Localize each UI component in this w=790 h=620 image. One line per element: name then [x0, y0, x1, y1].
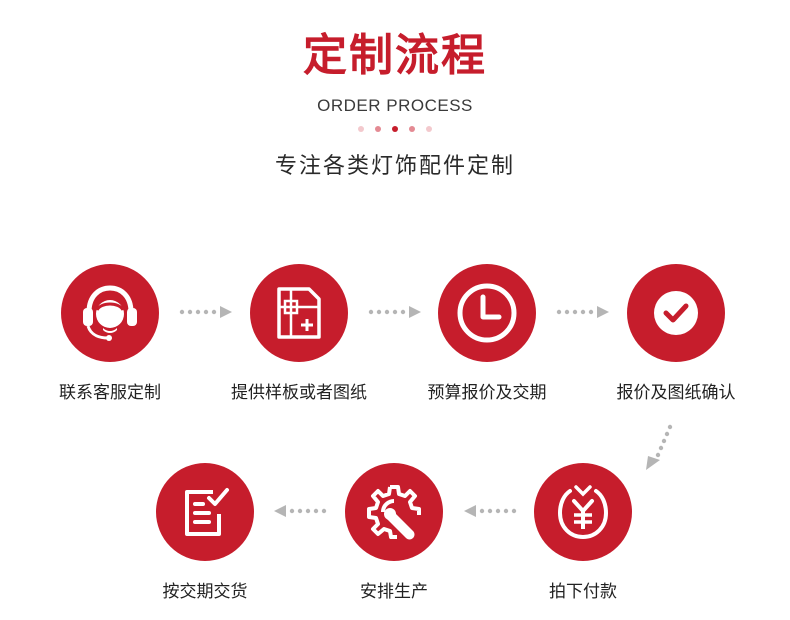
page-title: 定制流程 — [303, 30, 487, 81]
arrow-left-icon — [274, 505, 327, 517]
step-label: 预算报价及交期 — [427, 383, 547, 403]
step-label: 拍下付款 — [549, 582, 617, 602]
step-contact-service: 联系客服定制 — [25, 264, 195, 403]
customer-service-headset-icon — [83, 285, 137, 341]
gear-wrench-icon — [367, 485, 421, 540]
clock-icon — [457, 283, 517, 343]
arrow-down-left-icon — [646, 424, 673, 470]
decorative-dots — [0, 126, 790, 132]
step-label: 提供样板或者图纸 — [231, 383, 367, 403]
step-quote-lead-time: 预算报价及交期 — [402, 264, 572, 403]
checklist-document-icon — [185, 488, 229, 536]
page-subtitle: ORDER PROCESS — [317, 96, 473, 115]
step-label: 联系客服定制 — [59, 383, 161, 403]
arrow-right-icon — [179, 306, 232, 318]
dot — [409, 126, 415, 132]
step-circle — [438, 264, 536, 362]
dot — [426, 126, 432, 132]
step-delivery: 按交期交货 — [120, 463, 290, 602]
step-circle — [250, 264, 348, 362]
step-circle — [156, 463, 254, 561]
arrow-right-icon — [368, 306, 421, 318]
arrow-right-icon — [556, 306, 609, 318]
step-circle — [345, 463, 443, 561]
step-production: 安排生产 — [309, 463, 479, 602]
arrow-left-icon — [464, 505, 517, 517]
step-label: 安排生产 — [360, 582, 428, 602]
checkmark-icon — [654, 291, 698, 335]
dot — [358, 126, 364, 132]
yen-payment-icon — [557, 485, 609, 540]
step-circle — [534, 463, 632, 561]
tagline: 专注各类灯饰配件定制 — [274, 154, 515, 179]
dot — [375, 126, 381, 132]
step-circle — [627, 264, 725, 362]
step-payment: 拍下付款 — [498, 463, 668, 602]
blueprint-drawing-icon — [277, 287, 321, 339]
step-label: 报价及图纸确认 — [616, 383, 736, 403]
step-confirm-quote: 报价及图纸确认 — [591, 264, 761, 403]
step-provide-drawing: 提供样板或者图纸 — [214, 264, 384, 403]
step-circle — [61, 264, 159, 362]
dot — [392, 126, 398, 132]
step-label: 按交期交货 — [162, 582, 248, 602]
